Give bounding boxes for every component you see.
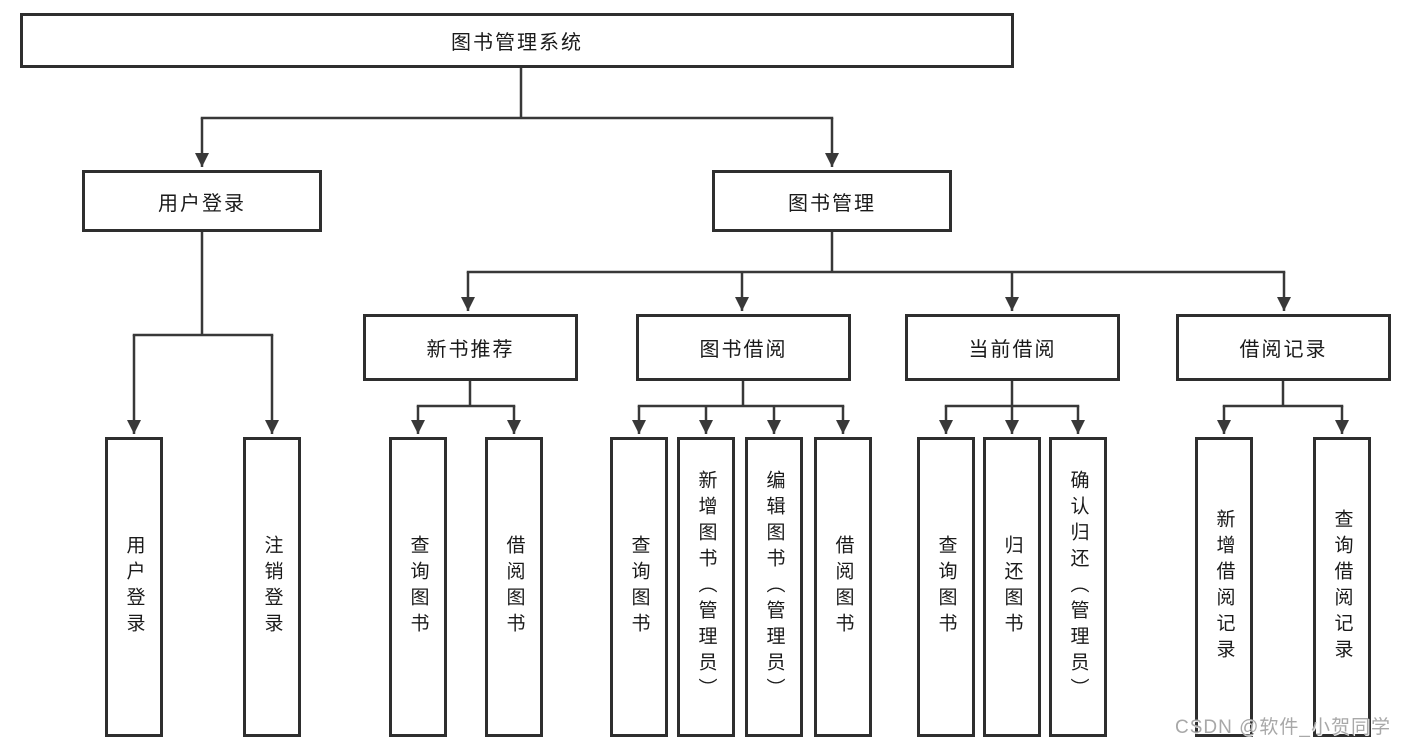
leaf-borrow-edit-books-admin: 编辑图书（管理员）	[745, 437, 803, 737]
leaf-logout: 注销登录	[243, 437, 301, 737]
node-label: 确认归还（管理员）	[1067, 470, 1089, 704]
node-book-borrow: 图书借阅	[636, 314, 851, 381]
node-library-management-system: 图书管理系统	[20, 13, 1014, 68]
node-label: 查询图书	[935, 535, 957, 639]
node-label: 编辑图书（管理员）	[763, 470, 785, 704]
node-label: 新增图书（管理员）	[695, 470, 717, 704]
node-label: 图书借阅	[699, 339, 788, 361]
node-label: 查询图书	[407, 535, 429, 639]
node-new-book-recommend: 新书推荐	[363, 314, 578, 381]
leaf-current-return-books: 归还图书	[983, 437, 1041, 737]
leaf-borrow-borrow-books: 借阅图书	[814, 437, 872, 737]
leaf-user-login: 用户登录	[105, 437, 163, 737]
node-label: 用户登录	[123, 535, 145, 639]
node-borrow-records: 借阅记录	[1176, 314, 1391, 381]
leaf-borrow-query-books: 查询图书	[610, 437, 668, 737]
node-book-management: 图书管理	[712, 170, 952, 232]
leaf-records-add-record: 新增借阅记录	[1195, 437, 1253, 737]
leaf-borrow-add-books-admin: 新增图书（管理员）	[677, 437, 735, 737]
node-label: 归还图书	[1001, 535, 1023, 639]
node-label: 注销登录	[261, 535, 283, 639]
node-label: 查询借阅记录	[1331, 509, 1353, 665]
node-label: 借阅记录	[1239, 339, 1328, 361]
node-label: 新增借阅记录	[1213, 509, 1235, 665]
leaf-current-query-books: 查询图书	[917, 437, 975, 737]
csdn-watermark: CSDN @软件_小贺同学	[1175, 717, 1391, 738]
node-label: 用户登录	[158, 192, 246, 215]
leaf-current-confirm-return-admin: 确认归还（管理员）	[1049, 437, 1107, 737]
node-label: 图书管理系统	[451, 32, 583, 54]
leaf-recommend-query-books: 查询图书	[389, 437, 447, 737]
node-label: 当前借阅	[968, 339, 1057, 361]
node-label: 借阅图书	[832, 535, 854, 639]
node-label: 查询图书	[628, 535, 650, 639]
node-label: 图书管理	[788, 192, 876, 215]
node-label: 借阅图书	[503, 535, 525, 639]
node-user-login: 用户登录	[82, 170, 322, 232]
leaf-recommend-borrow-books: 借阅图书	[485, 437, 543, 737]
node-current-borrow: 当前借阅	[905, 314, 1120, 381]
leaf-records-query-record: 查询借阅记录	[1313, 437, 1371, 737]
node-label: 新书推荐	[426, 339, 515, 361]
